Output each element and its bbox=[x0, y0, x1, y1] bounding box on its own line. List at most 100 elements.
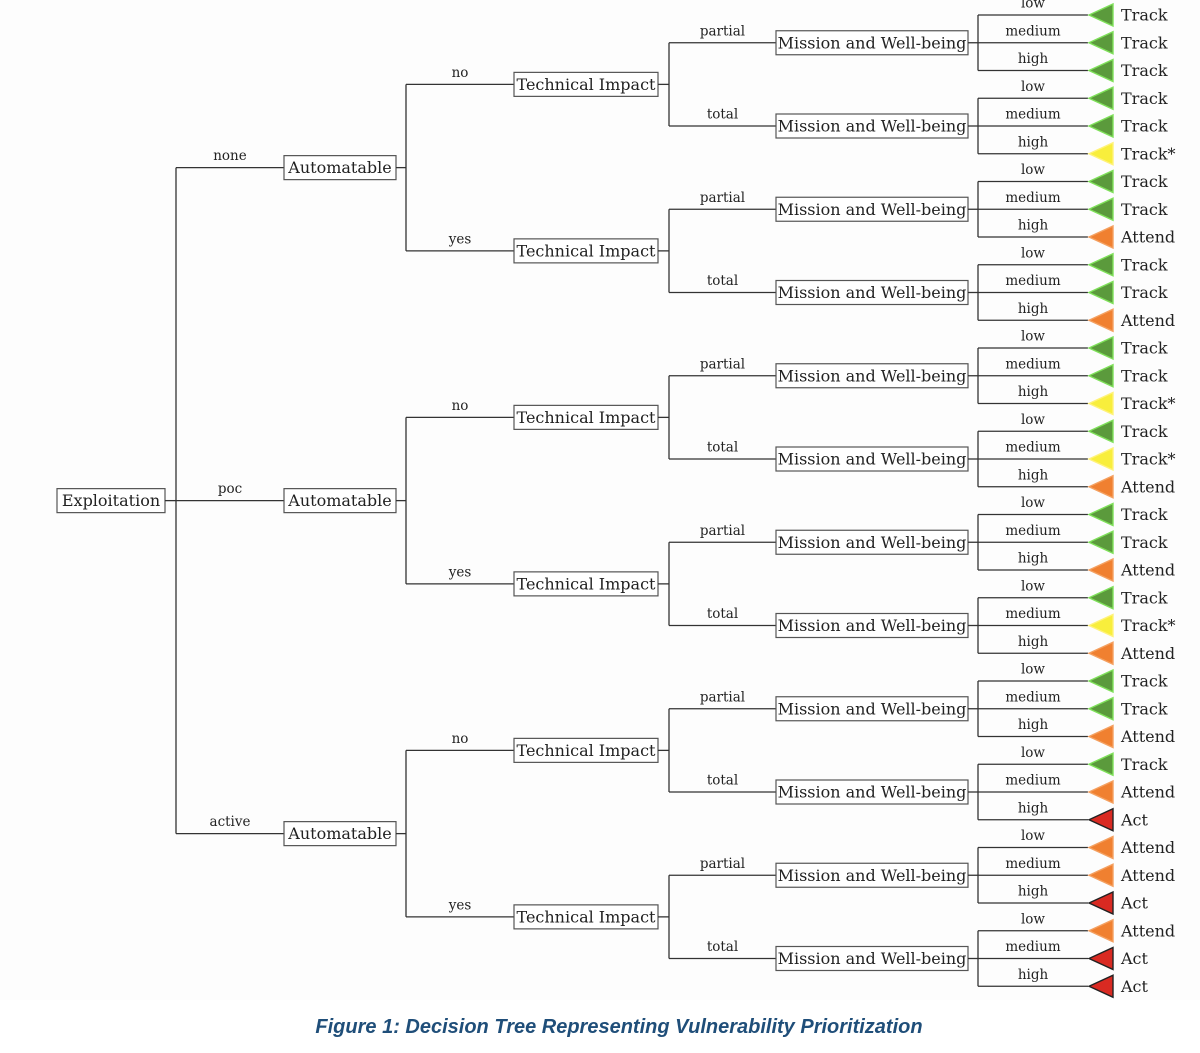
edge-label-mission-low: low bbox=[1021, 245, 1045, 261]
outcome-label: Attend bbox=[1120, 838, 1175, 857]
edge-label-technical-impact-partial: partial bbox=[700, 689, 745, 705]
outcome-label: Track bbox=[1121, 505, 1168, 524]
outcome-label: Track* bbox=[1121, 394, 1176, 413]
edge-label-technical-impact-partial: partial bbox=[700, 190, 745, 206]
outcome-marker-attend bbox=[1087, 779, 1114, 805]
edge-label-mission-high: high bbox=[1018, 467, 1049, 483]
edge-label-technical-impact-total: total bbox=[707, 939, 738, 955]
mission-node-label: Mission and Well-being bbox=[778, 533, 967, 552]
mission-node-label: Mission and Well-being bbox=[778, 117, 967, 136]
outcome-marker-track bbox=[1087, 530, 1114, 555]
outcome-marker-track bbox=[1087, 502, 1114, 527]
exploitation-node-box bbox=[56, 488, 166, 514]
outcome-marker-track-star bbox=[1087, 446, 1114, 472]
outcome-marker-act bbox=[1087, 807, 1114, 832]
technical-impact-node-box bbox=[513, 238, 659, 264]
mission-node-box bbox=[775, 113, 969, 139]
outcome-marker-attend bbox=[1087, 835, 1114, 860]
outcome-label: Act bbox=[1120, 810, 1149, 829]
mission-node-label: Mission and Well-being bbox=[778, 366, 967, 385]
outcome-label: Attend bbox=[1120, 644, 1175, 663]
mission-node-box bbox=[775, 612, 969, 639]
outcome-marker-attend bbox=[1087, 474, 1114, 499]
mission-node-label: Mission and Well-being bbox=[778, 200, 967, 219]
edge-label-mission-low: low bbox=[1021, 578, 1045, 594]
outcome-label: Track bbox=[1121, 89, 1168, 108]
outcome-label: Track bbox=[1121, 339, 1168, 358]
edge-label-automatable-yes: yes bbox=[448, 564, 472, 580]
outcome-label: Track bbox=[1121, 699, 1168, 718]
edge-label-technical-impact-total: total bbox=[707, 107, 738, 123]
mission-node-box bbox=[775, 529, 969, 555]
edge-label-automatable-no: no bbox=[452, 65, 469, 81]
outcome-label: Attend bbox=[1120, 727, 1175, 746]
outcome-marker-track-star bbox=[1087, 141, 1114, 166]
edge-label-mission-high: high bbox=[1018, 884, 1049, 900]
outcome-marker-attend bbox=[1087, 308, 1114, 333]
outcome-marker-attend bbox=[1087, 224, 1114, 250]
outcome-label: Track bbox=[1121, 588, 1168, 607]
outcome-label: Track* bbox=[1121, 144, 1176, 163]
outcome-label: Attend bbox=[1120, 921, 1175, 940]
edge-label-mission-high: high bbox=[1018, 384, 1049, 400]
outcome-marker-attend bbox=[1087, 641, 1114, 666]
outcome-label: Track bbox=[1121, 672, 1168, 691]
outcome-label: Track bbox=[1121, 422, 1168, 441]
edge-label-mission-high: high bbox=[1018, 301, 1049, 317]
mission-node-box bbox=[775, 279, 969, 306]
outcome-marker-act bbox=[1087, 890, 1114, 916]
edge-label-mission-low: low bbox=[1021, 495, 1045, 511]
outcome-marker-track bbox=[1087, 585, 1114, 610]
outcome-label: Attend bbox=[1120, 783, 1175, 802]
edge-label-mission-medium: medium bbox=[1005, 190, 1060, 206]
edge-label-mission-low: low bbox=[1021, 79, 1045, 95]
automatable-node-box bbox=[283, 155, 397, 181]
outcome-label: Attend bbox=[1120, 311, 1175, 330]
outcome-label: Act bbox=[1120, 949, 1149, 968]
outcome-marker-attend bbox=[1087, 863, 1114, 888]
edge-label-mission-high: high bbox=[1018, 218, 1049, 234]
edge-label-exploitation-poc: poc bbox=[218, 481, 242, 497]
mission-node-label: Mission and Well-being bbox=[778, 866, 967, 885]
outcome-marker-track bbox=[1087, 113, 1114, 139]
outcome-label: Track bbox=[1121, 6, 1168, 25]
mission-node-label: Mission and Well-being bbox=[778, 33, 967, 52]
edge-label-technical-impact-total: total bbox=[707, 440, 738, 456]
edge-label-mission-low: low bbox=[1021, 911, 1045, 927]
edge-label-mission-low: low bbox=[1021, 162, 1045, 178]
edge-label-mission-medium: medium bbox=[1005, 606, 1060, 622]
outcome-marker-track bbox=[1087, 696, 1114, 721]
edge-label-automatable-yes: yes bbox=[448, 231, 472, 247]
outcome-label: Track* bbox=[1121, 450, 1176, 469]
outcome-marker-attend bbox=[1087, 557, 1114, 583]
edge-label-mission-medium: medium bbox=[1005, 689, 1060, 705]
outcome-marker-track-star bbox=[1087, 391, 1114, 416]
automatable-node-label: Automatable bbox=[287, 491, 391, 510]
edge-label-mission-low: low bbox=[1021, 412, 1045, 428]
outcome-marker-act bbox=[1087, 946, 1114, 971]
outcome-label: Track bbox=[1121, 172, 1168, 191]
figure-caption: Figure 1: Decision Tree Representing Vul… bbox=[315, 1016, 923, 1038]
mission-node-label: Mission and Well-being bbox=[778, 450, 967, 469]
exploitation-node-label: Exploitation bbox=[62, 491, 160, 510]
outcome-marker-track bbox=[1087, 668, 1114, 694]
edge-label-mission-medium: medium bbox=[1005, 23, 1060, 39]
outcome-marker-attend bbox=[1087, 724, 1114, 749]
outcome-label: Track* bbox=[1121, 616, 1176, 635]
outcome-label: Track bbox=[1121, 283, 1168, 302]
technical-impact-node-label: Technical Impact bbox=[517, 408, 657, 427]
outcome-marker-track bbox=[1087, 419, 1114, 444]
edge-label-technical-impact-total: total bbox=[707, 273, 738, 289]
outcome-label: Track bbox=[1121, 117, 1168, 136]
outcome-label: Track bbox=[1121, 755, 1168, 774]
edge-label-mission-high: high bbox=[1018, 134, 1049, 150]
edge-label-mission-low: low bbox=[1021, 329, 1045, 345]
edge-label-technical-impact-partial: partial bbox=[700, 356, 745, 372]
edge-label-technical-impact-total: total bbox=[707, 773, 738, 789]
edge-label-automatable-yes: yes bbox=[448, 897, 472, 913]
outcome-marker-track bbox=[1087, 252, 1114, 277]
edge-label-technical-impact-partial: partial bbox=[700, 856, 745, 872]
mission-node-box bbox=[775, 30, 969, 56]
technical-impact-node-label: Technical Impact bbox=[517, 574, 657, 593]
mission-node-box bbox=[775, 446, 969, 472]
